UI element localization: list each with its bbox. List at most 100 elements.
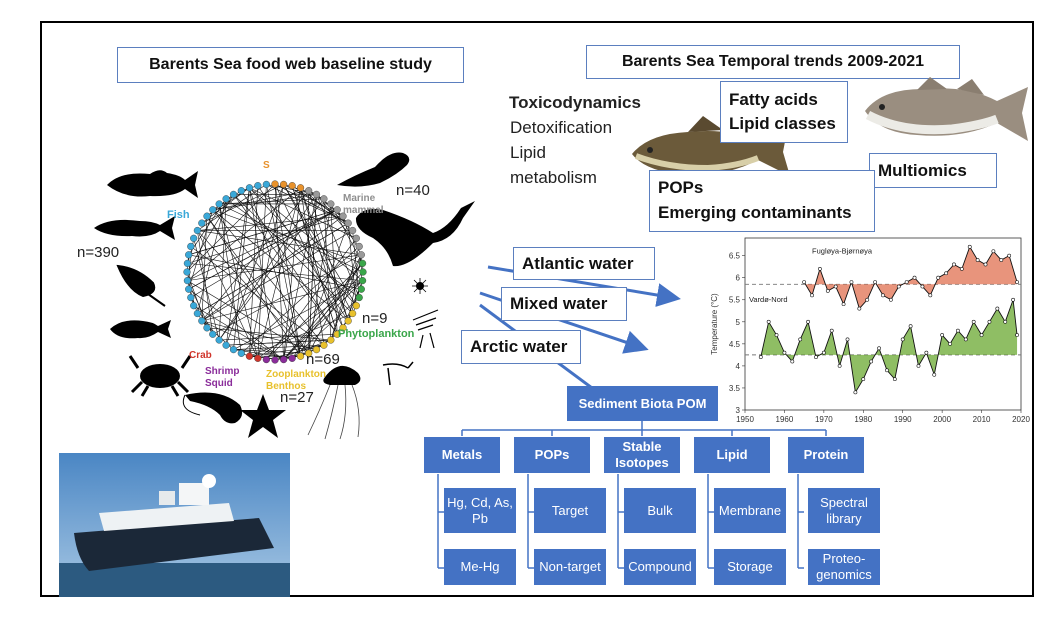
network-node bbox=[215, 200, 223, 208]
data-point bbox=[983, 262, 988, 267]
network-node bbox=[349, 226, 357, 235]
network-edge bbox=[249, 184, 284, 357]
network-edge bbox=[218, 194, 317, 341]
network-node bbox=[190, 234, 198, 242]
network-node bbox=[271, 180, 279, 188]
tree-root: Sediment Biota POM bbox=[567, 386, 718, 421]
y-tick-label: 5 bbox=[736, 318, 741, 327]
data-point bbox=[865, 297, 870, 302]
network-edge bbox=[274, 183, 301, 357]
tree-item-0-0: Hg, Cd, As, Pb bbox=[444, 488, 516, 533]
multiomics-box: Multiomics bbox=[869, 153, 997, 188]
data-point bbox=[928, 293, 933, 298]
network-edge bbox=[308, 194, 317, 354]
network-edge bbox=[330, 246, 360, 341]
data-point bbox=[888, 297, 893, 302]
label-squid: Squid bbox=[205, 378, 233, 389]
tree-header-pops: POPs bbox=[513, 436, 591, 474]
network-node bbox=[296, 352, 305, 360]
network-node bbox=[271, 356, 279, 364]
mixed-water-box: Mixed water bbox=[501, 287, 627, 321]
network-edge bbox=[212, 254, 362, 335]
data-point bbox=[944, 271, 948, 276]
data-point bbox=[802, 280, 807, 285]
network-edge bbox=[218, 203, 242, 354]
network-edge bbox=[257, 185, 349, 322]
data-point bbox=[971, 319, 976, 324]
series-line bbox=[803, 245, 1018, 310]
network-edge bbox=[249, 187, 363, 281]
series-fill bbox=[760, 299, 1018, 393]
data-point bbox=[999, 258, 1004, 262]
tree-item-3-1: Storage bbox=[714, 549, 786, 585]
y-tick-label: 6 bbox=[736, 274, 741, 283]
series-label: Vardø-Nord bbox=[749, 295, 788, 304]
network-node bbox=[262, 180, 270, 189]
network-edge bbox=[300, 187, 325, 346]
label-crab: Crab bbox=[189, 350, 212, 361]
network-edge bbox=[212, 209, 325, 346]
data-point bbox=[806, 319, 810, 324]
network-edge bbox=[188, 209, 338, 290]
x-tick-label: 1950 bbox=[736, 415, 754, 424]
x-tick-label: 1980 bbox=[854, 415, 872, 424]
data-point bbox=[774, 333, 779, 337]
data-point bbox=[991, 249, 996, 254]
tree-item-2-0: Bulk bbox=[624, 488, 696, 533]
tree-header-metals: Metals bbox=[423, 436, 501, 474]
network-edge bbox=[323, 198, 332, 341]
series-fill bbox=[804, 246, 1018, 309]
network-node bbox=[320, 341, 328, 349]
zooplankton-silhouette-icon bbox=[382, 361, 414, 386]
network-edge bbox=[316, 194, 360, 247]
data-point bbox=[1007, 253, 1012, 258]
network-edge bbox=[249, 187, 357, 239]
label-zooplankton: Zooplankton bbox=[266, 369, 326, 380]
y-tick-label: 3 bbox=[736, 406, 741, 415]
data-point bbox=[798, 337, 803, 342]
tree-item-1-1: Non-target bbox=[534, 549, 606, 585]
network-node bbox=[312, 346, 321, 354]
network-node bbox=[358, 259, 367, 267]
data-point bbox=[814, 355, 818, 359]
haddock-illustration-icon bbox=[865, 77, 1028, 141]
whale-silhouette-icon bbox=[355, 201, 475, 267]
y-tick-label: 3.5 bbox=[729, 384, 741, 393]
network-edge bbox=[201, 190, 309, 322]
detox-line-2: Lipid bbox=[510, 143, 546, 162]
network-edge bbox=[330, 254, 362, 341]
data-point bbox=[932, 372, 937, 377]
network-edge bbox=[219, 198, 324, 205]
network-edge bbox=[347, 223, 357, 306]
data-point bbox=[1015, 280, 1019, 285]
y-tick-label: 5.5 bbox=[729, 296, 741, 305]
seal-silhouette-icon bbox=[337, 152, 410, 187]
network-edge bbox=[219, 203, 364, 273]
tree-item-3-0: Membrane bbox=[714, 488, 786, 533]
y-tick-label: 6.5 bbox=[729, 252, 741, 261]
network-edge bbox=[218, 198, 325, 341]
data-point bbox=[861, 377, 866, 382]
network-edge bbox=[225, 184, 284, 346]
network-edge bbox=[266, 263, 363, 360]
network-node bbox=[222, 341, 230, 349]
data-point bbox=[952, 262, 956, 267]
tree-item-2-1: Compound bbox=[624, 549, 696, 585]
data-point bbox=[904, 280, 909, 285]
network-edge bbox=[274, 183, 349, 224]
network-node bbox=[355, 293, 363, 302]
network-node bbox=[187, 293, 195, 302]
data-point bbox=[782, 350, 787, 355]
data-point bbox=[810, 293, 814, 298]
network-edge bbox=[316, 194, 360, 298]
network-edge bbox=[187, 254, 362, 281]
network-node bbox=[288, 354, 296, 362]
y-tick-label: 4 bbox=[736, 362, 741, 371]
tree-item-1-0: Target bbox=[534, 488, 606, 533]
ray-silhouette-icon bbox=[116, 264, 166, 307]
starfish-silhouette-icon bbox=[240, 394, 286, 438]
network-node bbox=[237, 349, 245, 357]
network-node bbox=[339, 324, 347, 332]
fish-silhouette-icon bbox=[94, 216, 175, 240]
